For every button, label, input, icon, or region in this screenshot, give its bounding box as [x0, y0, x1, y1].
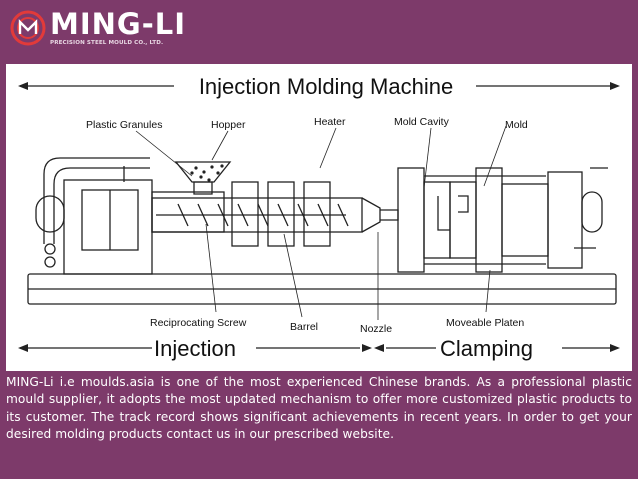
section-injection: Injection [154, 336, 236, 361]
leader-lines-top [135, 125, 507, 189]
label-mold: Mold [505, 119, 528, 131]
plastic-granules-dots [190, 164, 224, 182]
company-logo[interactable]: MING-LI PRECISION STEEL MOULD CO., LTD. [10, 8, 185, 54]
label-moveable-platen: Moveable Platen [446, 317, 524, 329]
label-hopper: Hopper [211, 119, 246, 131]
ming-li-logo-icon [10, 10, 46, 46]
label-nozzle: Nozzle [360, 323, 392, 335]
logo-tagline: PRECISION STEEL MOULD CO., LTD. [50, 40, 164, 46]
title-dimension-line [18, 82, 620, 90]
injection-molding-diagram: Injection Molding Machine Plastic Granul… [6, 64, 632, 371]
section-clamping: Clamping [440, 336, 533, 361]
leader-lines-bottom [205, 223, 491, 320]
label-heater: Heater [314, 116, 346, 128]
label-plastic-granules: Plastic Granules [86, 119, 162, 131]
label-mold-cavity: Mold Cavity [394, 116, 450, 128]
header: MING-LI PRECISION STEEL MOULD CO., LTD. [0, 0, 638, 62]
description-text-block: MING-Li i.e moulds.asia is one of the mo… [6, 374, 632, 479]
label-reciprocating-screw: Reciprocating Screw [150, 317, 247, 329]
logo-name: MING-LI [50, 7, 187, 41]
machine-drawing [27, 157, 617, 305]
label-barrel: Barrel [290, 321, 318, 333]
diagram-title: Injection Molding Machine [199, 74, 453, 99]
description-paragraph: MING-Li i.e moulds.asia is one of the mo… [6, 375, 632, 442]
